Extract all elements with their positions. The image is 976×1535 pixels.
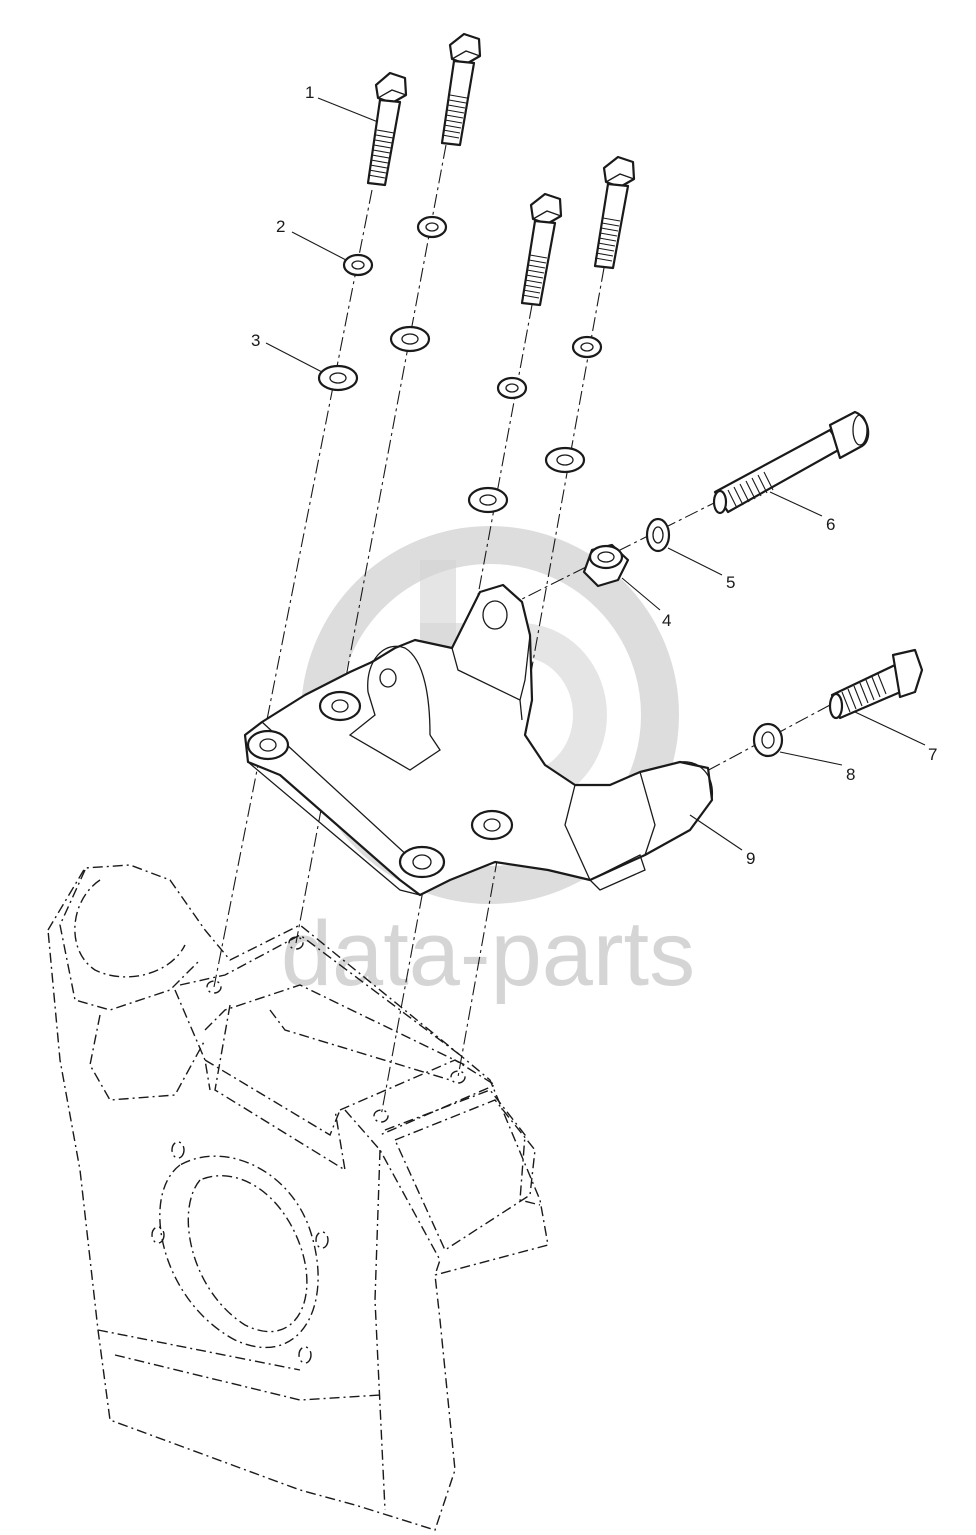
lock-washer-side xyxy=(645,517,671,553)
bushing xyxy=(582,543,630,588)
callout-7: 7 xyxy=(928,745,937,764)
flat-washers xyxy=(317,325,586,514)
callout-6: 6 xyxy=(826,515,835,534)
hex-bolt-4 xyxy=(593,155,636,270)
callout-2: 2 xyxy=(276,217,285,236)
callout-1: 1 xyxy=(305,83,314,102)
callout-8: 8 xyxy=(846,765,855,784)
callout-5: 5 xyxy=(726,573,735,592)
hex-bolt-2 xyxy=(440,32,482,147)
watermark-text: data-parts xyxy=(281,903,695,1005)
callout-3: 3 xyxy=(251,331,260,350)
leader-lines xyxy=(265,97,926,851)
lock-washer-lower xyxy=(752,722,784,758)
callout-9: 9 xyxy=(746,849,755,868)
mounting-bracket xyxy=(243,583,714,897)
socket-cap-screw xyxy=(712,410,870,515)
hex-bolt-side xyxy=(828,648,924,720)
callout-labels: 1 2 3 4 5 6 7 8 9 xyxy=(251,83,937,868)
hex-bolt-1 xyxy=(366,71,408,187)
hex-bolt-3 xyxy=(520,192,563,307)
lock-washers xyxy=(342,215,603,400)
axle-housing-phantom xyxy=(47,864,549,1531)
callout-4: 4 xyxy=(662,611,671,630)
